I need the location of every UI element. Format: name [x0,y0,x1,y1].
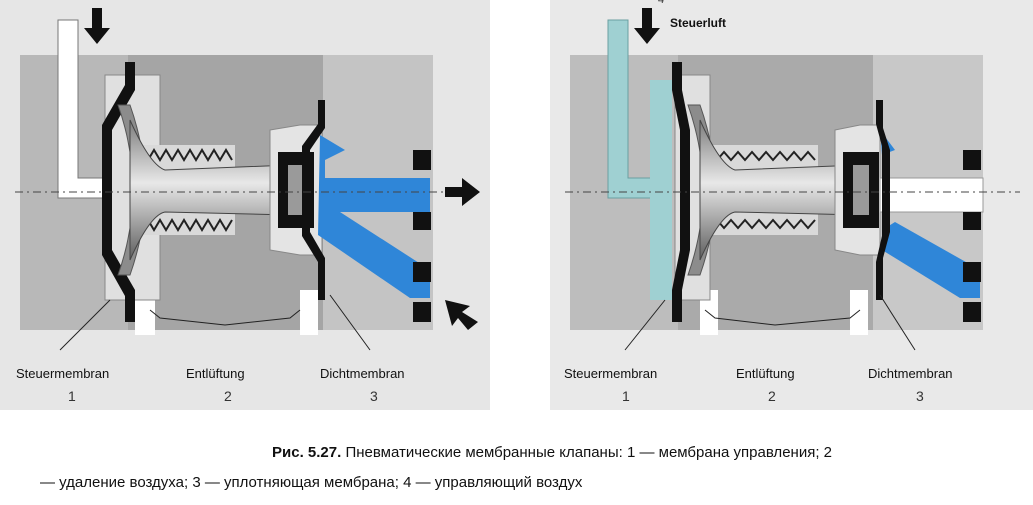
left-outlet-arrow-icon [445,178,480,206]
right-body-seal-2 [672,300,682,322]
left-label-control-membrane: Steuermembran [16,366,110,381]
right-label-control-membrane: Steuermembran [564,366,658,381]
left-number-3: 3 [370,388,378,404]
caption-line-1: Рис. 5.27. Пневматические мембранные кла… [272,438,832,468]
left-number-1: 1 [68,388,76,404]
left-seal-plug [288,165,304,215]
right-port-seal-2 [963,212,981,230]
left-seal-membrane [302,100,325,300]
left-port-seal-1 [413,150,431,170]
left-leader-control-membrane [59,299,111,351]
valve-right-drawing [550,0,1033,410]
right-port-seal-1 [963,150,981,170]
right-label-seal-membrane: Dichtmembran [868,366,953,381]
left-port-seal-4 [413,302,431,322]
left-number-2: 2 [224,388,232,404]
valve-diagram-right: 4 Steuerluft Steuermembran Entlüftung Di… [550,0,1033,410]
right-number-2: 2 [768,388,776,404]
left-control-membrane [102,62,135,322]
right-label-control-air: Steuerluft [670,16,727,30]
right-leader-seal-membrane [879,294,916,351]
right-vent-opening-2 [850,290,868,335]
right-inlet-flow [882,222,980,298]
left-spring [141,148,233,232]
right-outlet-channel [879,177,984,213]
left-label-vent: Entlüftung [186,366,245,381]
valve-diagram-left: Steuermembran Entlüftung Dichtmembran 1 … [0,0,490,410]
caption-prefix: Рис. 5.27. [272,444,342,461]
right-vent-opening-1 [700,290,718,335]
left-leader-vent [149,309,301,326]
left-vent-opening-1 [135,290,155,335]
left-inlet-arrow-icon [445,300,478,330]
right-number-1: 1 [622,388,630,404]
left-label-seal-membrane: Dichtmembran [320,366,405,381]
left-vent-opening-2 [300,290,318,335]
right-leader-control-membrane [624,299,666,351]
left-port-seal-3 [413,262,431,282]
left-flow-path [318,135,430,298]
right-pressure-chamber [650,80,672,300]
right-seal-plug [853,165,869,215]
caption-line1-rest: : 1 — мембрана управления; 2 [618,444,832,461]
left-body-seal-2 [125,300,135,322]
left-control-air-arrow-icon [84,8,110,44]
right-seal-membrane [876,100,890,300]
left-port-seal-2 [413,212,431,230]
valve-left-drawing [0,0,490,410]
right-port-seal-4 [963,302,981,322]
right-number-4: 4 [658,0,665,6]
right-control-air-arrow-icon [634,8,660,44]
caption-title: Пневматические мембранные клапаны [345,444,619,461]
right-label-vent: Entlüftung [736,366,795,381]
left-leader-seal-membrane [329,294,371,351]
caption-line-2: — удаление воздуха; 3 — уплотняющая мемб… [40,474,583,491]
right-body-seal-1 [672,62,682,84]
left-body-seal-1 [125,62,135,84]
right-number-3: 3 [916,388,924,404]
right-port-seal-3 [963,262,981,282]
figure-caption: Рис. 5.27. Пневматические мембранные кла… [0,438,1033,498]
right-leader-vent [704,309,861,326]
right-spring [709,150,816,230]
